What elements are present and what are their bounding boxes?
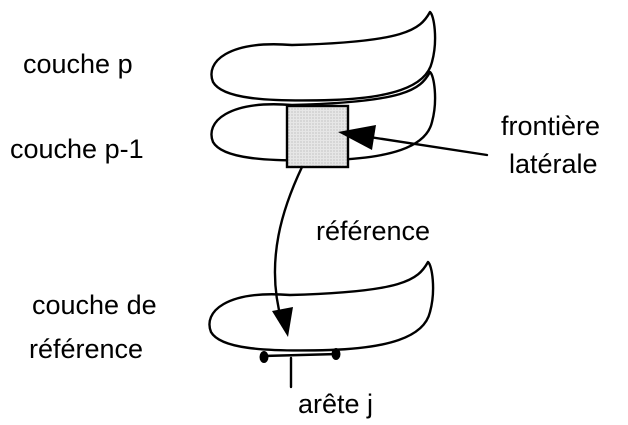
edge-j-line [261,352,340,358]
label-edge-j: arête j [298,389,373,419]
reference-arrow-line [273,165,304,324]
label-lateral-boundary-2: latérale [509,149,598,179]
label-reference: référence [316,216,430,246]
edge-j-left-end [259,351,269,363]
label-layer-p: couche p [23,49,133,79]
lateral-boundary-arrowhead [338,125,376,150]
layer-p-shape [210,10,437,102]
lateral-boundary-box [285,104,350,169]
edge-j-right-end [331,348,341,360]
label-reference-layer-2: référence [29,334,143,364]
label-layer-p-minus-1: couche p-1 [10,134,144,164]
reference-layer-shape [208,260,435,352]
layer-p-minus-1-shape [210,70,437,162]
label-reference-layer-1: couche de [32,290,157,320]
label-lateral-boundary-1: frontière [501,111,600,141]
reference-arrowhead [272,307,293,337]
